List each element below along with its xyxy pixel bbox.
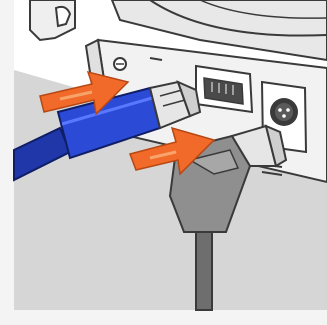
network-port-icon [196, 66, 252, 112]
frame-bottom-border [0, 310, 327, 325]
frame-left-border [0, 0, 14, 325]
